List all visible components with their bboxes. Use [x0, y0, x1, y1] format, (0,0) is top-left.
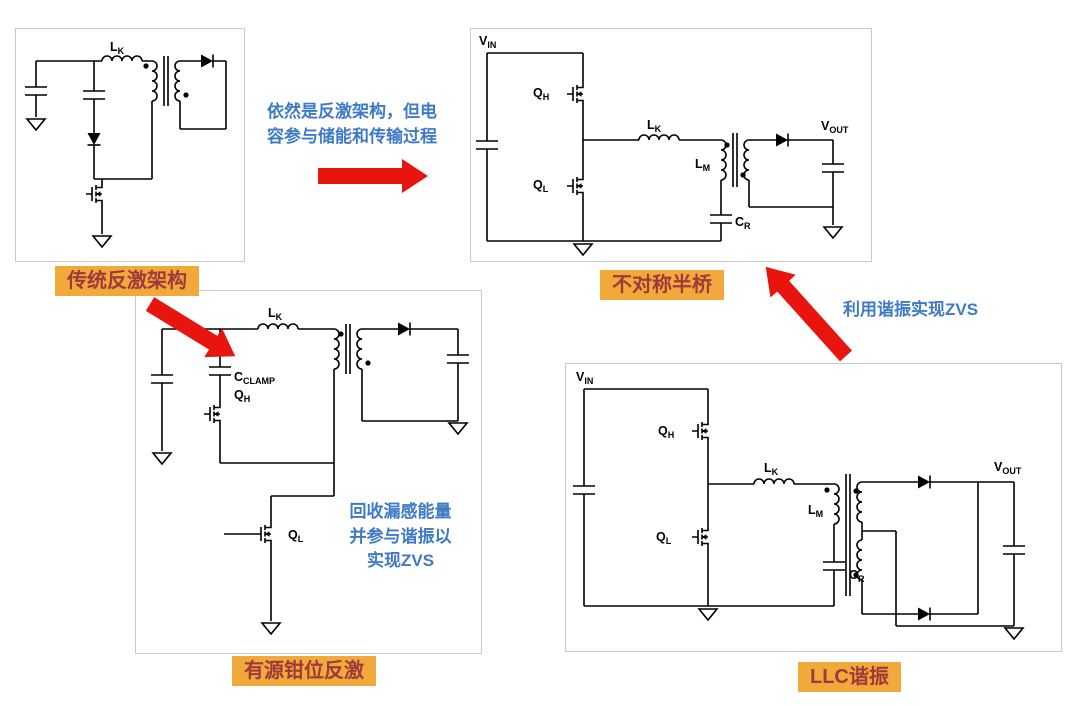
- rectifier-diode-top: [917, 474, 931, 490]
- panel-asymmetric-half-bridge: VIN QH QL LK LM CR VOUT: [470, 28, 872, 262]
- polarity-dot: [853, 572, 859, 578]
- label-vin: VIN: [479, 34, 496, 50]
- badge-llc-resonant: LLC谐振: [798, 662, 901, 692]
- leakage-inductor: [101, 55, 143, 62]
- output-capacitor: [821, 163, 845, 173]
- polarity-dot: [338, 331, 344, 337]
- mosfet-qh: [566, 78, 584, 110]
- snubber-capacitor: [82, 90, 106, 100]
- label-ql: QL: [288, 528, 304, 544]
- polarity-dot: [183, 92, 189, 98]
- wires: [583, 388, 1015, 627]
- ground-symbol: [261, 622, 281, 635]
- arrow-flyback-to-ahb: [318, 159, 428, 193]
- panel-traditional-flyback: LK: [15, 28, 245, 262]
- note-flyback-to-ahb: 依然是反激架构，但电 容参与储能和传输过程: [252, 100, 452, 149]
- leakage-inductor: [753, 478, 795, 485]
- badge-active-clamp-flyback: 有源钳位反激: [232, 656, 376, 686]
- transformer-primary: [833, 483, 840, 525]
- label-ql: QL: [656, 530, 672, 546]
- note-line: 并参与谐振以: [349, 526, 452, 546]
- polarity-dot: [824, 487, 830, 493]
- resonant-capacitor: [709, 214, 733, 224]
- ground-symbol: [448, 422, 468, 435]
- mosfet-ql: [691, 521, 709, 553]
- label-cr: CR: [849, 568, 865, 584]
- secondary-winding-top: [856, 481, 863, 523]
- mosfet-ql: [566, 170, 584, 202]
- label-lk: LK: [647, 118, 662, 134]
- ground-symbol: [92, 235, 112, 248]
- leakage-inductor: [257, 323, 299, 330]
- mosfet-qh: [691, 415, 709, 447]
- wires: [161, 324, 459, 621]
- acf-schematic: LK CCLAMP QH QL: [150, 306, 470, 635]
- note-line: 回收漏感能量: [349, 502, 452, 521]
- label-ql: QL: [533, 178, 549, 194]
- note-line: 容参与储能和传输过程: [267, 126, 437, 146]
- output-capacitor: [446, 354, 470, 364]
- badge-asymmetric-half-bridge: 不对称半桥: [600, 270, 724, 300]
- label-qh: QH: [234, 388, 250, 404]
- note-acf-zvs: 回收漏感能量 并参与谐振以 实现ZVS: [333, 500, 468, 574]
- transformer-secondary: [356, 328, 363, 370]
- badge-traditional-flyback: 传统反激架构: [55, 266, 199, 296]
- polarity-dot: [365, 360, 371, 366]
- ahb-schematic: VIN QH QL LK LM CR VOUT: [475, 34, 849, 256]
- label-qh: QH: [658, 424, 674, 440]
- resonant-capacitor: [822, 561, 846, 571]
- output-diode: [775, 132, 789, 148]
- llc-schematic: VIN QH QL LK LM CR VOUT: [572, 370, 1026, 640]
- transformer-primary: [333, 328, 340, 370]
- output-diode: [397, 321, 411, 337]
- note-resonance-zvs: 利用谐振实现ZVS: [843, 300, 979, 319]
- ground-symbol: [1004, 627, 1024, 640]
- mosfet-ql: [254, 518, 272, 550]
- output-capacitor: [1002, 545, 1026, 555]
- transformer-primary: [151, 60, 158, 102]
- label-lk: LK: [110, 40, 125, 56]
- mosfet-qh: [203, 398, 221, 430]
- polarity-dot: [853, 488, 859, 494]
- note-line: 实现ZVS: [366, 551, 435, 571]
- label-cclamp: CCLAMP: [234, 370, 275, 386]
- input-capacitor: [24, 86, 48, 96]
- label-cr: CR: [735, 215, 751, 231]
- polarity-dot: [724, 142, 730, 148]
- ground-symbol: [698, 608, 718, 621]
- label-vout: VOUT: [994, 460, 1022, 476]
- note-line: 依然是反激架构，但电: [267, 102, 437, 121]
- label-qh: QH: [533, 86, 549, 102]
- label-lk: LK: [764, 461, 779, 477]
- transformer-secondary: [174, 60, 181, 102]
- ground-symbol: [26, 118, 46, 131]
- polarity-dot: [740, 172, 746, 178]
- label-vout: VOUT: [821, 119, 849, 135]
- ground-symbol: [152, 452, 172, 465]
- traditional-flyback-schematic: LK: [24, 40, 227, 248]
- wires: [486, 52, 834, 242]
- ground-symbol: [823, 226, 843, 239]
- polarity-dot: [143, 63, 149, 69]
- input-capacitor: [150, 374, 174, 384]
- rectifier-diode-bottom: [917, 606, 931, 622]
- input-capacitor: [475, 140, 499, 150]
- panel-active-clamp-flyback: LK CCLAMP QH QL: [135, 290, 482, 654]
- input-capacitor: [572, 485, 596, 495]
- leakage-inductor: [638, 134, 680, 141]
- label-lm: LM: [695, 157, 710, 173]
- label-vin: VIN: [576, 370, 593, 386]
- clamp-capacitor: [208, 366, 232, 376]
- label-lk: LK: [268, 306, 283, 322]
- main-mosfet: [85, 178, 103, 210]
- output-diode: [200, 53, 214, 69]
- wires: [35, 56, 227, 234]
- ground-symbol: [573, 243, 593, 256]
- snubber-diode: [86, 132, 102, 146]
- label-lm: LM: [808, 503, 823, 519]
- panel-llc-resonant: VIN QH QL LK LM CR VOUT: [565, 363, 1062, 652]
